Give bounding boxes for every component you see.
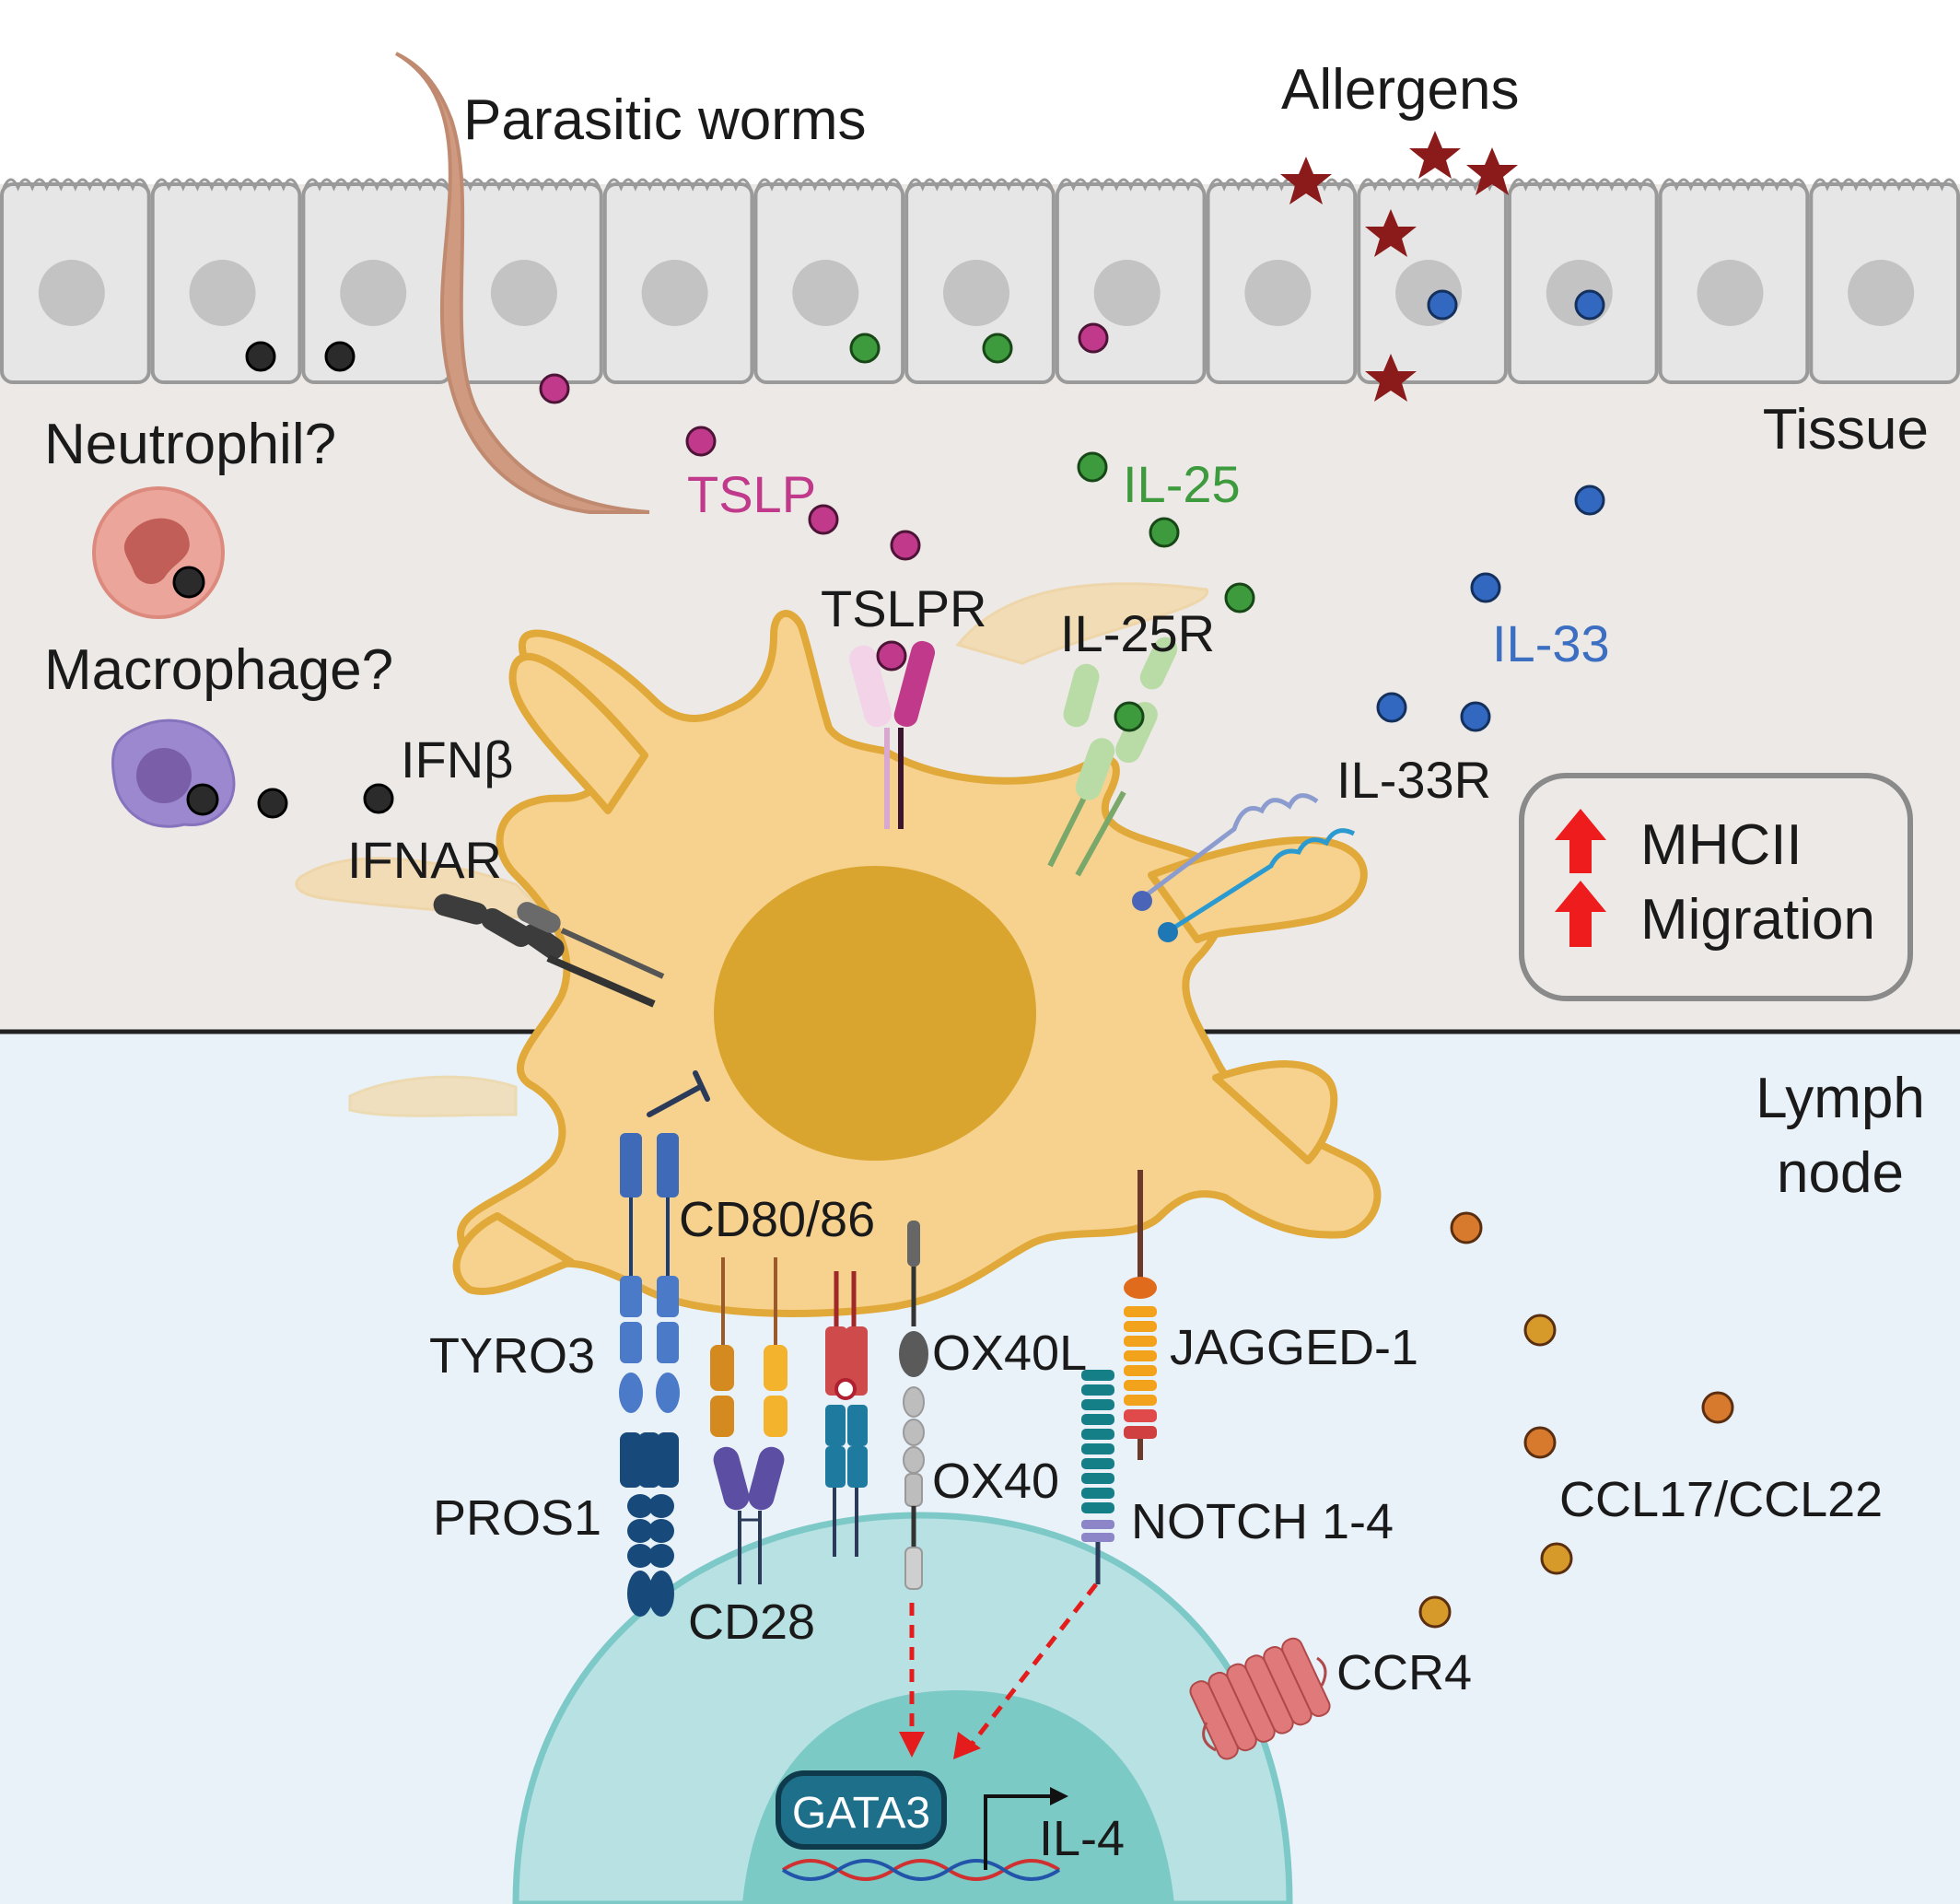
il25r-label: IL-25R — [1060, 604, 1215, 662]
epithelial-nucleus — [340, 260, 407, 326]
up-arrow-icon — [1555, 809, 1606, 873]
epithelial-nucleus — [1848, 260, 1915, 326]
epithelial-nucleus — [792, 260, 859, 326]
ox40l-label: OX40L — [932, 1326, 1087, 1381]
microvilli — [756, 178, 903, 192]
jagged1-notch-complex — [1081, 1170, 1157, 1584]
star-icon — [1466, 147, 1518, 195]
ifnb-label: IFNβ — [401, 730, 513, 788]
ccr4-label: CCR4 — [1336, 1645, 1472, 1700]
lymph-node-label-line1: Lymph — [1756, 1067, 1925, 1130]
transcription-arrowhead — [1050, 1787, 1068, 1805]
dendritic-cell-nucleus — [714, 866, 1036, 1161]
il25r-receptor — [1047, 637, 1178, 877]
ccl17-ccl22-molecules — [1418, 1211, 1734, 1629]
tslp-label: TSLP — [687, 465, 816, 523]
cd80-86-label: CD80/86 — [679, 1192, 875, 1247]
epithelial-nucleus — [189, 260, 256, 326]
t-cell-nucleus — [742, 1690, 1174, 1904]
parasitic-worm — [394, 52, 650, 514]
epithelial-nucleus — [38, 260, 105, 326]
tyro3-label: TYRO3 — [429, 1328, 595, 1384]
microvilli — [304, 178, 450, 192]
microvilli — [153, 178, 299, 192]
epithelial-nucleus — [943, 260, 1009, 326]
inhibition-arrow-icon — [647, 1070, 710, 1117]
up-arrow-icon — [1555, 881, 1606, 947]
dendritic-cell-processes — [452, 653, 1368, 1295]
allergens-group — [1280, 131, 1518, 402]
ox40-label: OX40 — [932, 1454, 1059, 1509]
lymph-node-label-line2: node — [1777, 1141, 1904, 1205]
neutrophil-label: Neutrophil? — [44, 413, 336, 476]
dna-strand — [781, 1859, 1061, 1881]
star-icon — [1365, 354, 1417, 402]
microvilli — [1057, 178, 1204, 192]
top-white-band — [0, 0, 1960, 184]
cd80-86-ctla4-complex — [825, 1271, 868, 1557]
ifnar-label: IFNAR — [347, 831, 502, 889]
signaling-arrows — [899, 1583, 1098, 1759]
macrophage — [111, 718, 236, 828]
microvilli — [2, 178, 149, 192]
star-icon — [1365, 209, 1417, 257]
il4-label: IL-4 — [1039, 1811, 1125, 1866]
cd28-label: CD28 — [688, 1594, 815, 1650]
mhcii-label: MHCII — [1640, 813, 1802, 877]
outcome-box — [1519, 773, 1913, 1001]
parasitic-worms-label: Parasitic worms — [463, 88, 867, 152]
tissue-label: Tissue — [1763, 398, 1929, 461]
tyro3-pros1-complex — [619, 1133, 680, 1617]
il25-label: IL-25 — [1123, 455, 1241, 513]
tslp-molecules — [539, 322, 1109, 672]
tslpr-receptor — [849, 640, 936, 829]
ox40l-ox40-complex — [899, 1221, 928, 1590]
epithelial-nucleus — [490, 260, 557, 326]
microvilli — [1359, 178, 1506, 192]
ifnar-receptor — [433, 894, 665, 1008]
epithelial-nucleus — [1093, 260, 1161, 326]
gata3-label: GATA3 — [792, 1789, 930, 1838]
ccr4-receptor — [1189, 1637, 1331, 1760]
cd28-receptor — [710, 1257, 788, 1584]
il33r-label: IL-33R — [1336, 751, 1491, 809]
microvilli — [605, 178, 752, 192]
microvilli — [906, 178, 1054, 192]
neutrophil — [92, 486, 225, 619]
microvilli — [454, 178, 601, 192]
pros1-label: PROS1 — [433, 1490, 601, 1546]
star-icon — [1409, 131, 1461, 179]
macrophage-label: Macrophage? — [44, 638, 393, 702]
microvilli — [1510, 178, 1656, 192]
epithelial-nucleus — [1697, 260, 1764, 326]
jagged1-label: JAGGED-1 — [1170, 1320, 1418, 1375]
transcription-arrow-icon — [984, 1794, 1050, 1870]
epithelial-nucleus — [1244, 260, 1312, 326]
dendritic-cell-faint-processes — [295, 582, 1208, 1117]
microvilli — [1811, 178, 1958, 192]
il25-molecules — [849, 333, 1255, 732]
il33-label: IL-33 — [1492, 614, 1610, 672]
il33r-receptor — [1132, 793, 1356, 942]
migration-label: Migration — [1640, 888, 1875, 952]
notch-label: NOTCH 1-4 — [1131, 1494, 1394, 1549]
epithelial-nucleus — [1546, 260, 1613, 326]
il33-molecules — [1376, 289, 1605, 732]
gata3-box — [776, 1770, 947, 1850]
star-icon — [1280, 157, 1332, 204]
epithelium — [0, 178, 1960, 384]
tslpr-label: TSLPR — [821, 579, 987, 637]
microvilli — [1661, 178, 1807, 192]
epithelial-nucleus — [641, 260, 708, 326]
allergens-label: Allergens — [1281, 58, 1519, 122]
microvilli — [1208, 178, 1355, 192]
ccl17-ccl22-label: CCL17/CCL22 — [1559, 1472, 1883, 1527]
